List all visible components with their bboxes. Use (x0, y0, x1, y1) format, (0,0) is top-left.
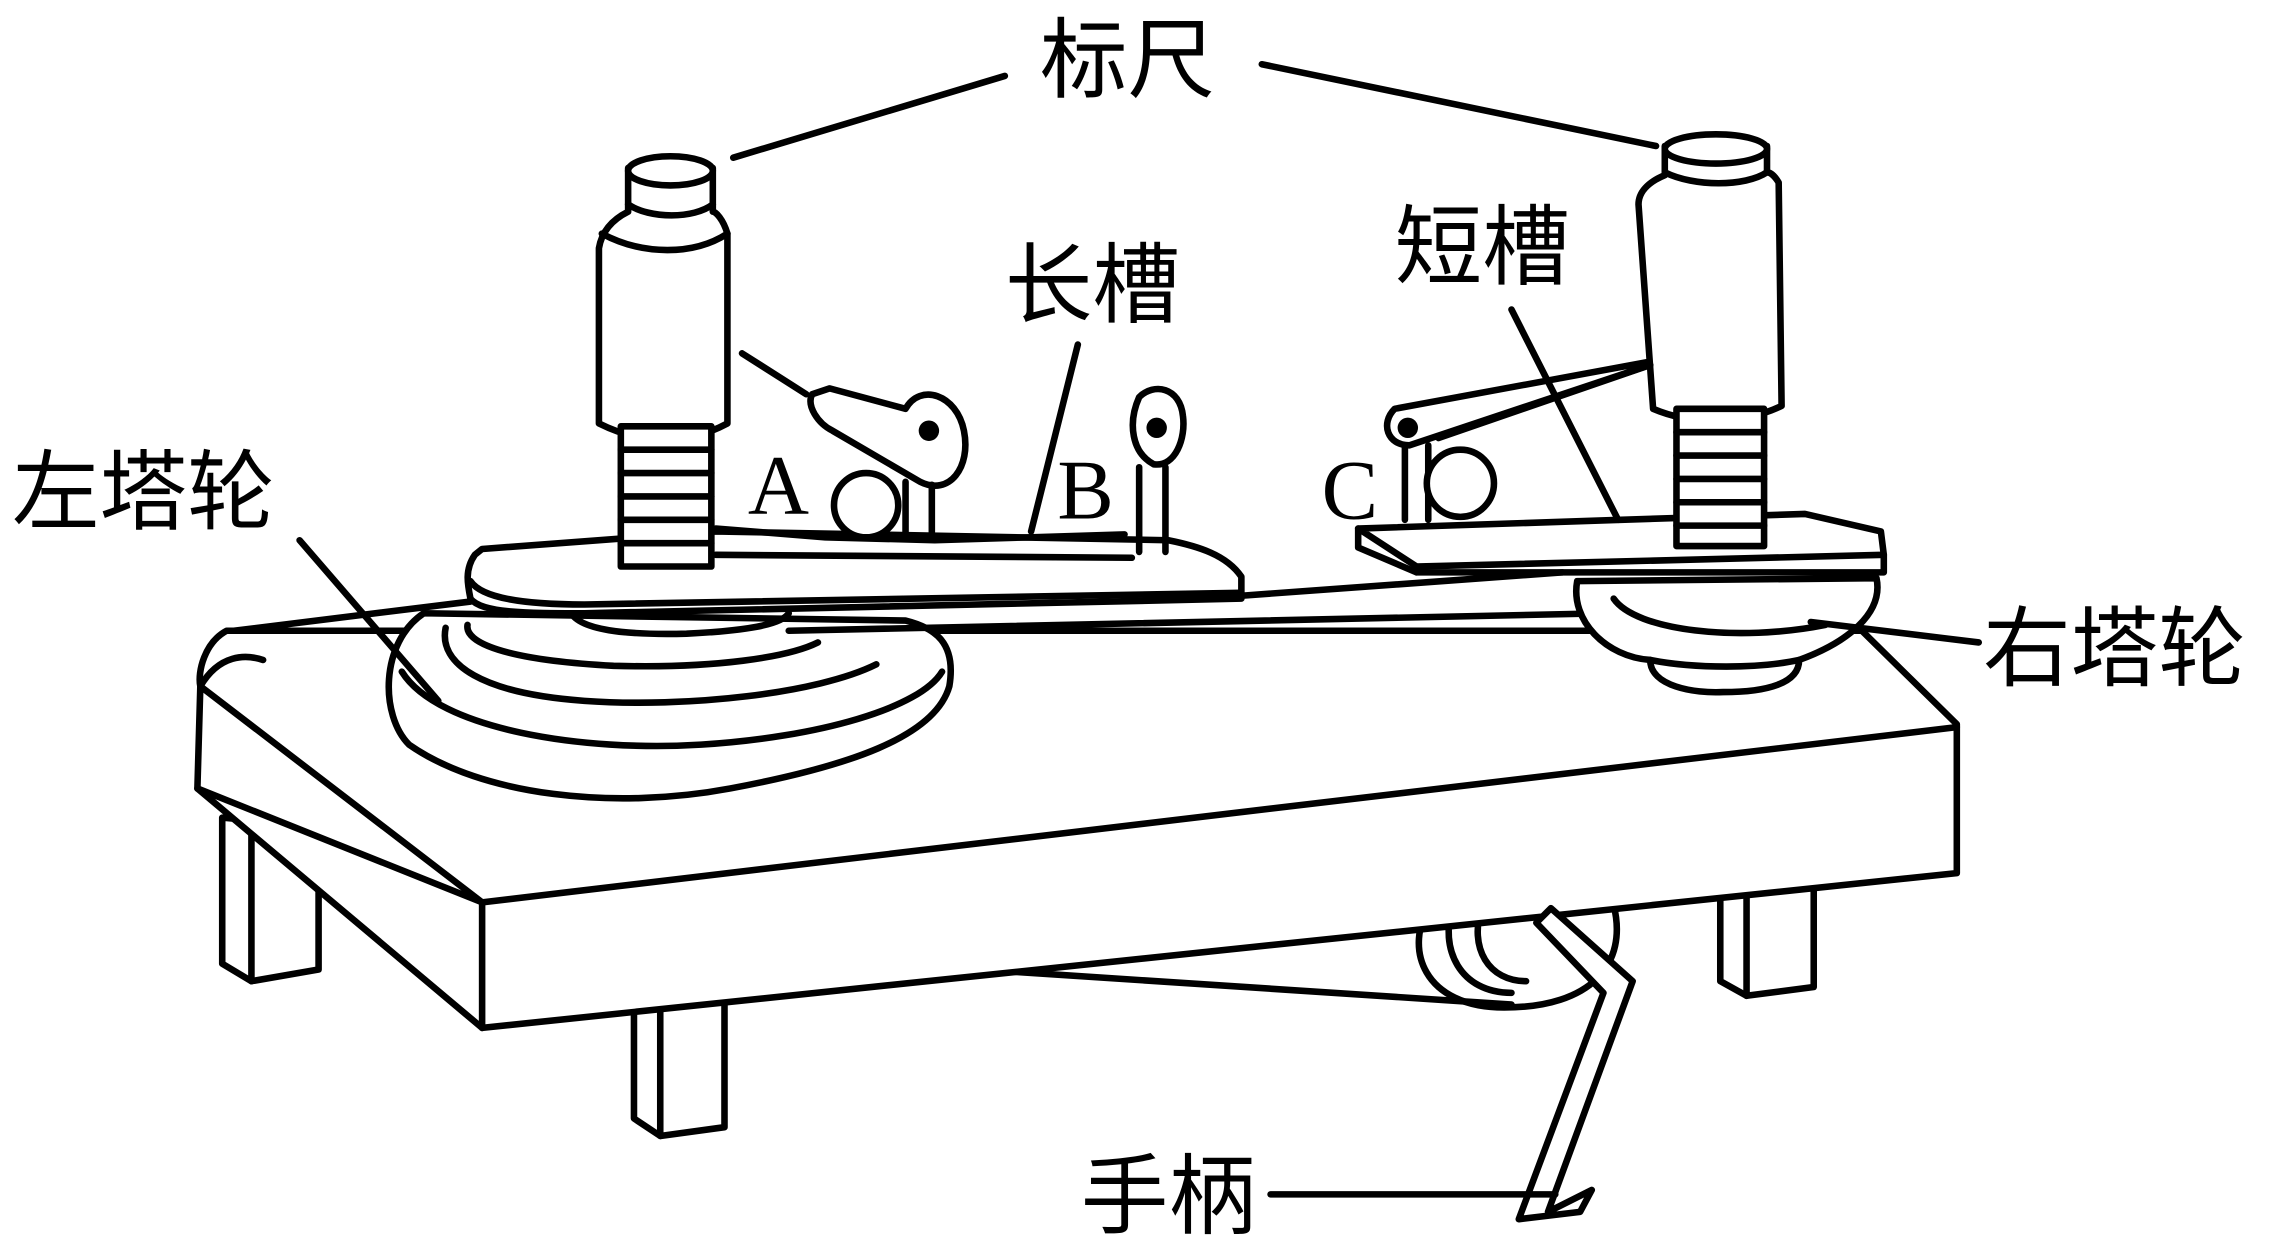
left-tower-wheel (385, 607, 954, 802)
lever-a (738, 350, 969, 538)
label-short-slot: 短槽 (1395, 196, 1570, 298)
ball-a (830, 469, 902, 541)
right-ruler (1635, 131, 1785, 550)
lever-c (1383, 358, 1654, 524)
label-long-slot: 长槽 (1005, 234, 1180, 336)
lever-b (1129, 385, 1187, 556)
point-label-b: B (1057, 444, 1113, 537)
label-ruler: 标尺 (1040, 10, 1215, 112)
pivot-dot-b (1146, 417, 1167, 439)
ball-c (1423, 446, 1498, 521)
handle-crank (1515, 904, 1636, 1223)
belt (230, 569, 1610, 635)
leader-lines (296, 60, 1982, 1198)
point-label-a: A (748, 440, 809, 533)
short-slot-arm (1354, 510, 1888, 576)
label-right-tower-wheel: 右塔轮 (1983, 598, 2246, 700)
pivot-dot-a (918, 420, 940, 441)
long-slot-arm (464, 525, 1245, 617)
pivot-dot-c (1397, 417, 1419, 439)
point-label-c: C (1322, 444, 1378, 537)
label-handle: 手柄 (1081, 1145, 1256, 1244)
label-left-tower-wheel: 左塔轮 (12, 442, 275, 544)
left-ruler (595, 152, 731, 570)
right-tower-wheel (1572, 574, 1881, 696)
